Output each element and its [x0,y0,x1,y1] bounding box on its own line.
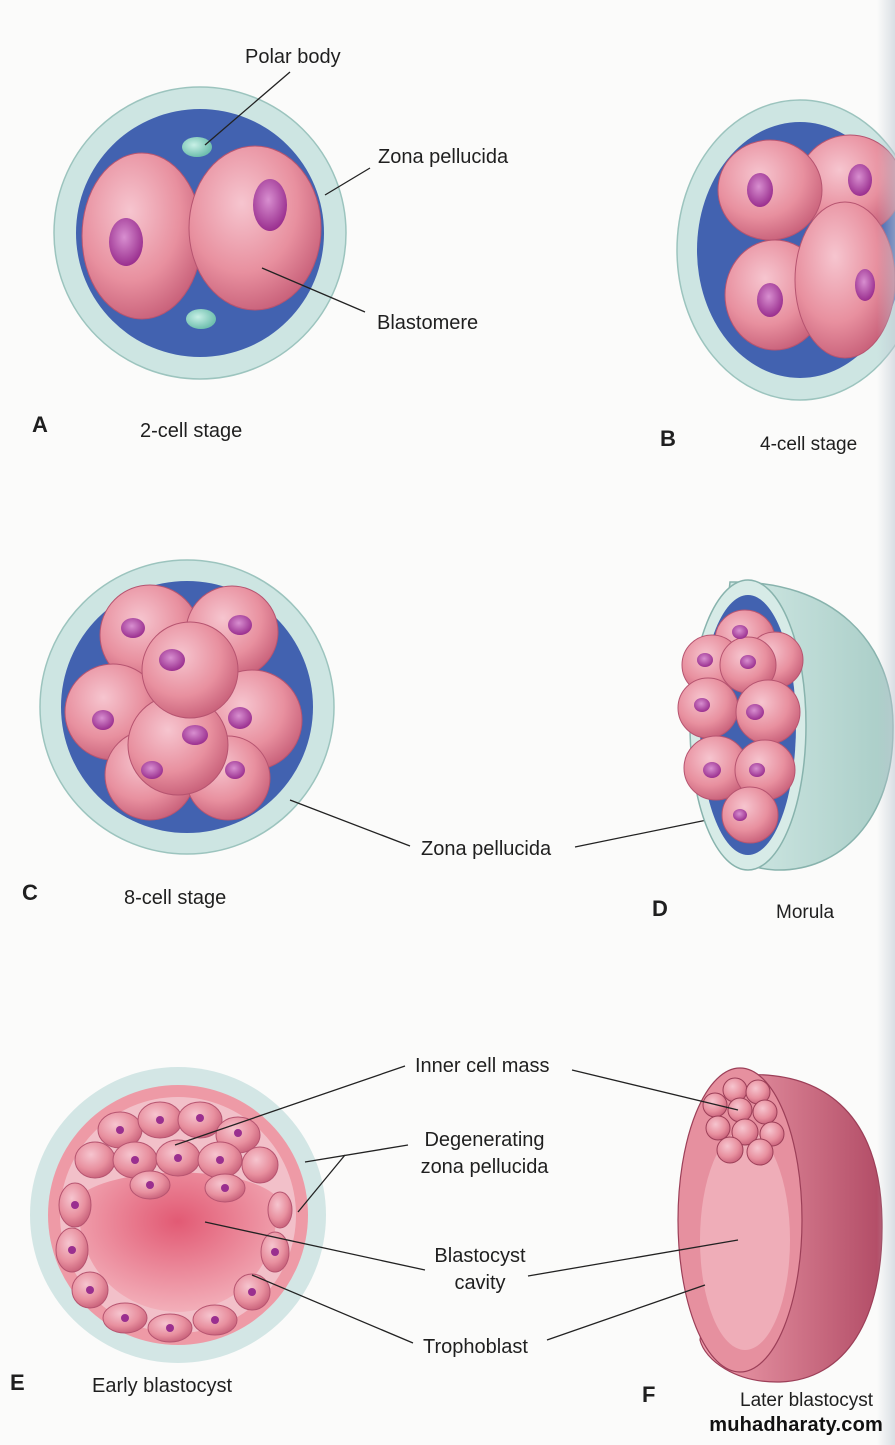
watermark: muhadharaty.com [709,1414,883,1436]
nucleus [109,218,143,266]
label-polar-body: Polar body [245,46,341,68]
nucleus [159,649,185,671]
early-blastocyst [30,1067,326,1363]
stage-letter-e: E [10,1370,25,1395]
label-degenerating-zona: Degenerating zona pellucida [412,1129,557,1178]
leader-line [304,1144,409,1163]
stage-caption-d: Morula [776,902,835,923]
label-blastocyst-cavity-line2: cavity [454,1272,506,1294]
leader-line [261,267,366,313]
label-blastocyst-cavity: Blastocyst cavity [425,1245,535,1294]
stage-letter-f: F [642,1382,656,1407]
leader-line [324,167,371,196]
stage-letter-b: B [660,426,676,451]
stage-letter-c: C [22,880,38,905]
label-trophoblast: Trophoblast [423,1336,528,1358]
stage-caption-f: Later blastocyst [740,1390,874,1411]
nucleus [225,761,245,779]
label-inner-cell-mass: Inner cell mass [415,1055,550,1077]
polar-body [186,309,216,329]
stage-caption-c: 8-cell stage [124,887,227,909]
nucleus [855,269,875,301]
leader-line [251,1274,414,1344]
nucleus [757,283,783,317]
leader-line [204,1221,426,1271]
blastomere [721,786,779,844]
leader-line [289,799,411,847]
nucleus [848,164,872,196]
stage-caption-e: Early blastocyst [92,1375,233,1397]
leader-line [297,1154,346,1213]
nucleus [740,655,756,669]
polar-body [182,137,212,157]
nucleus [121,618,145,638]
nucleus [92,710,114,730]
blastomere [735,679,801,745]
nucleus [141,761,163,779]
nucleus [182,725,208,745]
leader-line [546,1284,706,1341]
two-cell-embryo [53,86,347,380]
nucleus [228,615,252,635]
stage-letter-d: D [652,896,668,921]
blastomere [141,621,239,719]
label-degenerating-line1: Degenerating [424,1129,545,1151]
label-degenerating-line2: zona pellucida [420,1156,549,1178]
nucleus [732,625,748,639]
nucleus [733,809,747,821]
label-zona-pellucida: Zona pellucida [378,146,509,168]
blastomere-right [188,145,322,311]
nucleus [749,763,765,777]
trophoblast-cells [55,1182,293,1343]
leader-line [574,819,708,848]
morula [677,579,894,871]
leader-line [571,1069,739,1111]
nucleus [703,762,721,778]
nucleus [697,653,713,667]
nucleus [253,179,287,231]
four-cell-embryo [676,99,895,401]
eight-cell-embryo [39,559,335,855]
stage-caption-a: 2-cell stage [140,420,243,442]
nucleus [694,698,710,712]
inner-cell-mass [74,1101,279,1203]
stage-caption-b: 4-cell stage [760,434,858,455]
nucleus [228,707,252,729]
label-blastomere: Blastomere [377,312,479,334]
nucleus [746,704,764,720]
later-blastocyst [677,1067,883,1383]
leader-line [527,1239,739,1277]
blastocyst-cavity-f [700,1130,790,1350]
nucleus [747,173,773,207]
leader-line [204,71,291,146]
blastocyst-cavity [79,1172,277,1312]
label-zona-pellucida-cd: Zona pellucida [421,838,552,860]
blastomere [794,201,895,359]
leader-line [174,1065,406,1146]
label-blastocyst-cavity-line1: Blastocyst [434,1245,526,1267]
stage-letter-a: A [32,412,48,437]
